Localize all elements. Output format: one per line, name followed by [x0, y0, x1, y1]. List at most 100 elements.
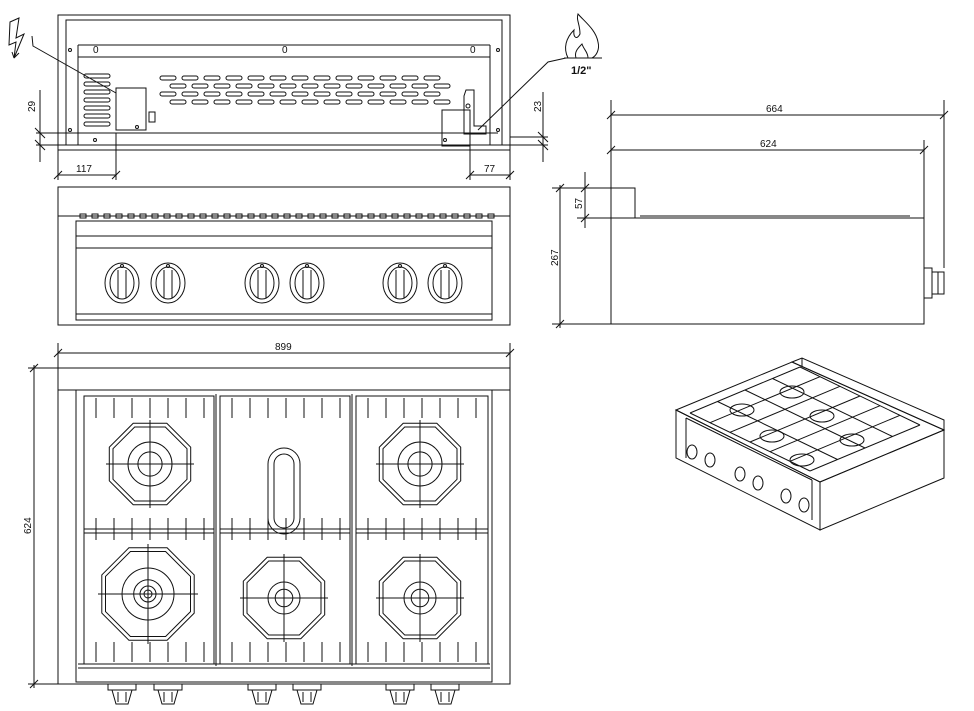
iso-knob — [780, 488, 792, 504]
grate-top — [283, 213, 291, 219]
grate-top — [391, 213, 399, 219]
grate-top — [295, 213, 303, 219]
grate-top — [487, 213, 495, 219]
grate-top — [247, 213, 255, 219]
side-dimensions: 664 624 267 57 — [550, 100, 949, 329]
burners — [98, 420, 464, 644]
vent-slot — [83, 73, 111, 79]
vent-slot — [345, 83, 363, 89]
grate-top — [367, 213, 375, 219]
rear-dimensions: 29 117 23 77 — [27, 90, 549, 180]
vent-slot — [83, 89, 111, 95]
vent-slot — [301, 83, 319, 89]
isometric-view — [674, 357, 946, 531]
vent-slot — [379, 91, 397, 97]
vent-slot — [83, 97, 111, 103]
electric-leader-line — [31, 35, 117, 94]
knob — [244, 262, 280, 304]
dim-gas-height: 23 — [533, 100, 544, 112]
grate-top — [235, 213, 243, 219]
grate-frame — [355, 395, 489, 665]
vent-slot — [279, 83, 297, 89]
vent-slot — [423, 75, 441, 81]
vent-slot — [191, 83, 209, 89]
dim-electric-height: 29 — [27, 100, 38, 112]
vent-slot — [203, 91, 221, 97]
lightning-icon — [8, 17, 25, 59]
burner — [106, 420, 194, 508]
dim-backguard-height: 57 — [574, 197, 585, 209]
grate-frame — [83, 395, 215, 665]
iso-burner — [729, 403, 755, 417]
vent-slot — [433, 83, 451, 89]
burner — [376, 420, 464, 508]
knob-top — [385, 683, 415, 705]
gas-pipe — [463, 89, 487, 135]
vent-slot — [159, 91, 177, 97]
grate-top — [91, 213, 99, 219]
iso-burner — [779, 385, 805, 399]
vent-slot — [181, 75, 199, 81]
vent-slot — [433, 99, 451, 105]
vent-slot — [379, 75, 397, 81]
iso-knob — [686, 444, 698, 460]
iso-burner — [789, 453, 815, 467]
grate-top — [175, 213, 183, 219]
knob-tops — [107, 683, 460, 705]
vent-slot — [83, 113, 111, 119]
grate-top — [403, 213, 411, 219]
vent-slot — [301, 99, 319, 105]
iso-knob — [704, 452, 716, 468]
grate-top — [463, 213, 471, 219]
vent-slot — [213, 83, 231, 89]
vent-slot — [389, 99, 407, 105]
grate-top — [115, 213, 123, 219]
iso-knob — [734, 466, 746, 482]
dim-depth-top: 624 — [23, 517, 34, 534]
top-dimensions: 899 624 — [23, 342, 515, 689]
rear-mark-center: 0 — [282, 45, 288, 56]
dim-gas-offset: 77 — [484, 164, 496, 175]
knob — [289, 262, 325, 304]
vent-slot — [169, 83, 187, 89]
vent-slot — [335, 91, 353, 97]
gas-inlet-bracket — [441, 109, 471, 147]
grate-top — [319, 213, 327, 219]
iso-knobs — [686, 444, 810, 513]
knob-top — [247, 683, 277, 705]
vent-slot — [411, 83, 429, 89]
vent-slot — [257, 99, 275, 105]
grate-top — [139, 213, 147, 219]
grate-top — [199, 213, 207, 219]
vent-slot — [291, 91, 309, 97]
dim-width-total: 899 — [275, 342, 292, 353]
vent-slot — [225, 75, 243, 81]
grate-top — [211, 213, 219, 219]
vent-slot — [313, 91, 331, 97]
grate-tops — [79, 213, 495, 219]
control-knobs — [104, 262, 463, 304]
grate-top — [187, 213, 195, 219]
vent-slot — [235, 99, 253, 105]
vent-slots — [83, 73, 451, 127]
vent-slot — [191, 99, 209, 105]
iso-grate-bar — [799, 366, 921, 426]
vent-slot — [181, 91, 199, 97]
dim-height-total: 267 — [550, 249, 561, 266]
vent-slot — [291, 75, 309, 81]
knob — [150, 262, 186, 304]
vent-slot — [269, 75, 287, 81]
vent-slot — [159, 75, 177, 81]
griddle-burner — [267, 447, 301, 535]
knob-top — [153, 683, 183, 705]
iso-burner — [809, 409, 835, 423]
knob-top — [292, 683, 322, 705]
grate-top — [343, 213, 351, 219]
gas-leader-line — [477, 57, 567, 131]
grate-top — [79, 213, 87, 219]
vent-slot — [401, 75, 419, 81]
grate-top — [355, 213, 363, 219]
flame-icon — [564, 13, 602, 59]
knob — [427, 262, 463, 304]
